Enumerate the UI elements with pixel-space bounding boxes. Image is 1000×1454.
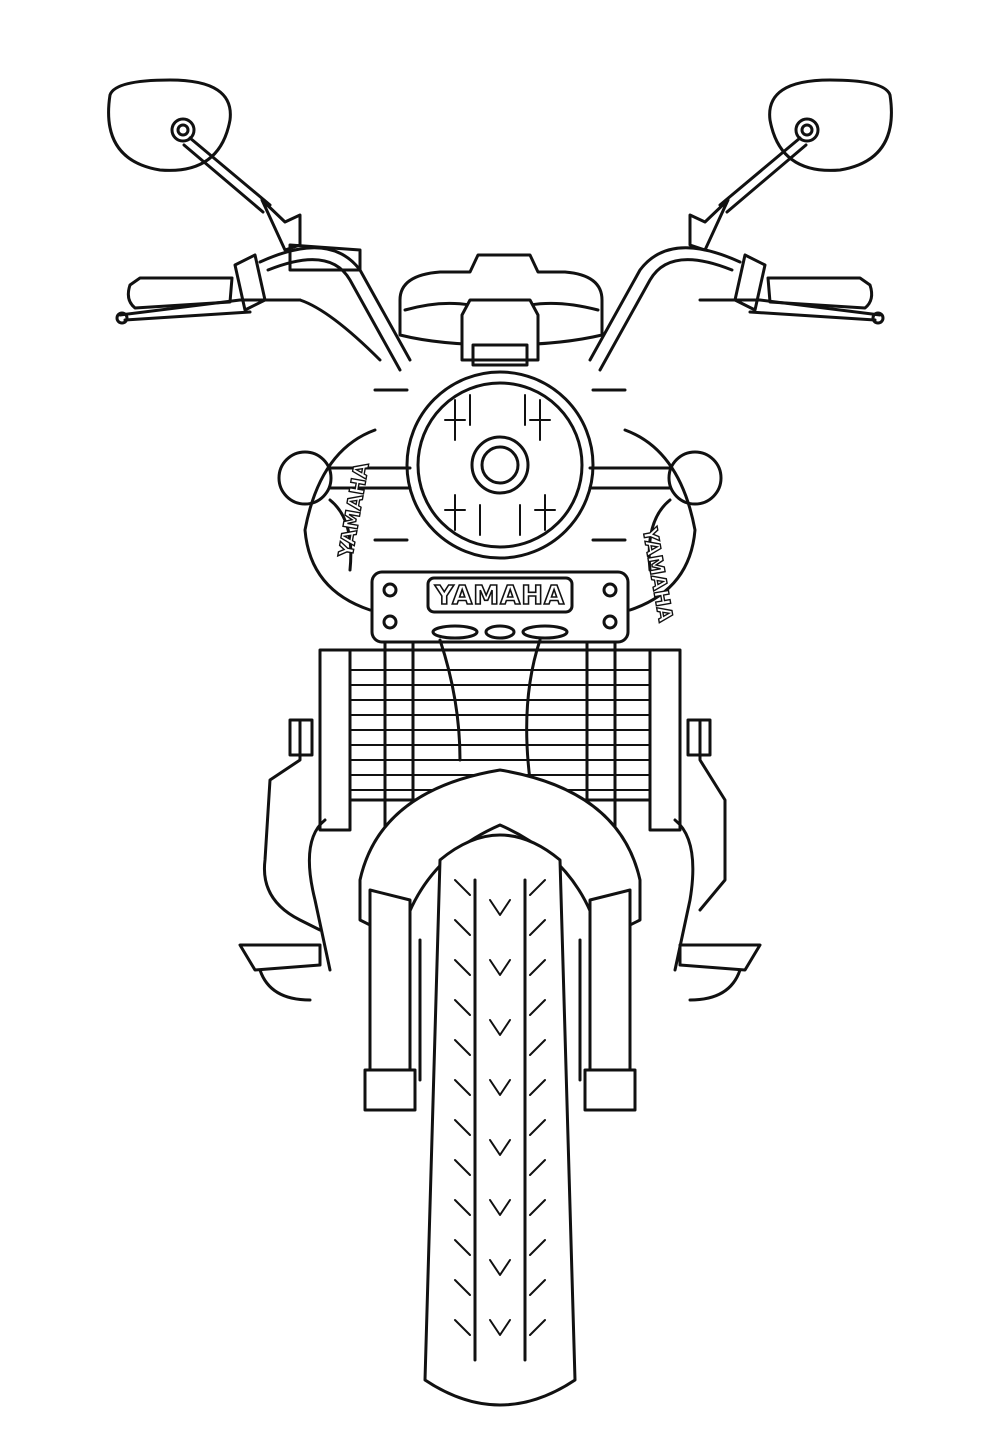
front-tire bbox=[423, 833, 577, 1407]
radiator bbox=[318, 638, 682, 832]
right-turn-signal bbox=[588, 450, 723, 506]
fork-lowers bbox=[363, 888, 637, 1112]
footpegs bbox=[238, 943, 762, 1002]
left-turn-signal bbox=[277, 450, 412, 506]
headlight bbox=[373, 370, 627, 560]
engine bbox=[262, 718, 727, 972]
tank-brand-right: YAMAHA bbox=[638, 524, 679, 624]
instrument-cluster bbox=[398, 253, 604, 367]
left-mirror bbox=[107, 78, 362, 272]
right-handlebar bbox=[588, 246, 885, 372]
front-brand-plate: YAMAHA bbox=[370, 570, 630, 644]
left-handlebar bbox=[115, 246, 412, 372]
yamaha-logo-text: YAMAHA bbox=[434, 581, 565, 611]
right-mirror bbox=[688, 78, 893, 252]
